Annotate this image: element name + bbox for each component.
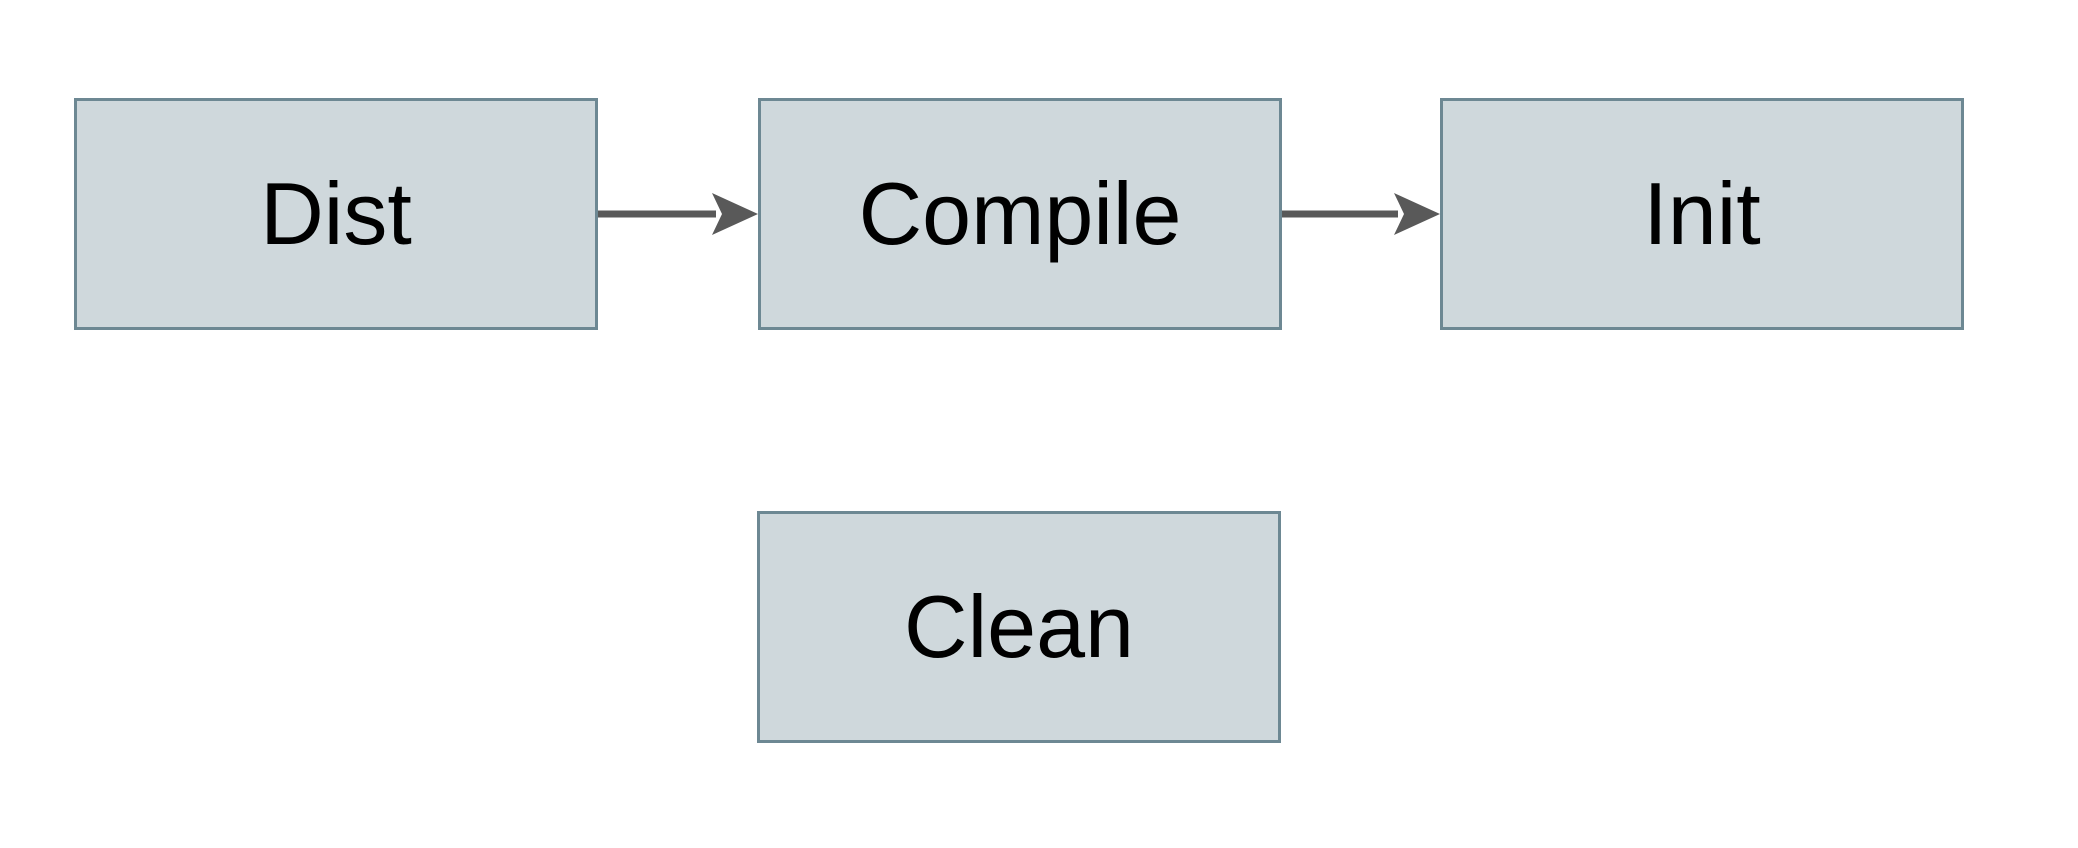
node-dist-label: Dist xyxy=(260,164,412,263)
node-compile: Compile xyxy=(758,98,1282,330)
arrow-dist-to-compile xyxy=(598,193,758,235)
node-dist: Dist xyxy=(74,98,598,330)
node-clean: Clean xyxy=(757,511,1281,743)
arrow-compile-to-init xyxy=(1282,193,1440,235)
node-init: Init xyxy=(1440,98,1964,330)
node-init-label: Init xyxy=(1643,164,1761,263)
node-compile-label: Compile xyxy=(858,164,1182,263)
node-clean-label: Clean xyxy=(904,577,1134,676)
